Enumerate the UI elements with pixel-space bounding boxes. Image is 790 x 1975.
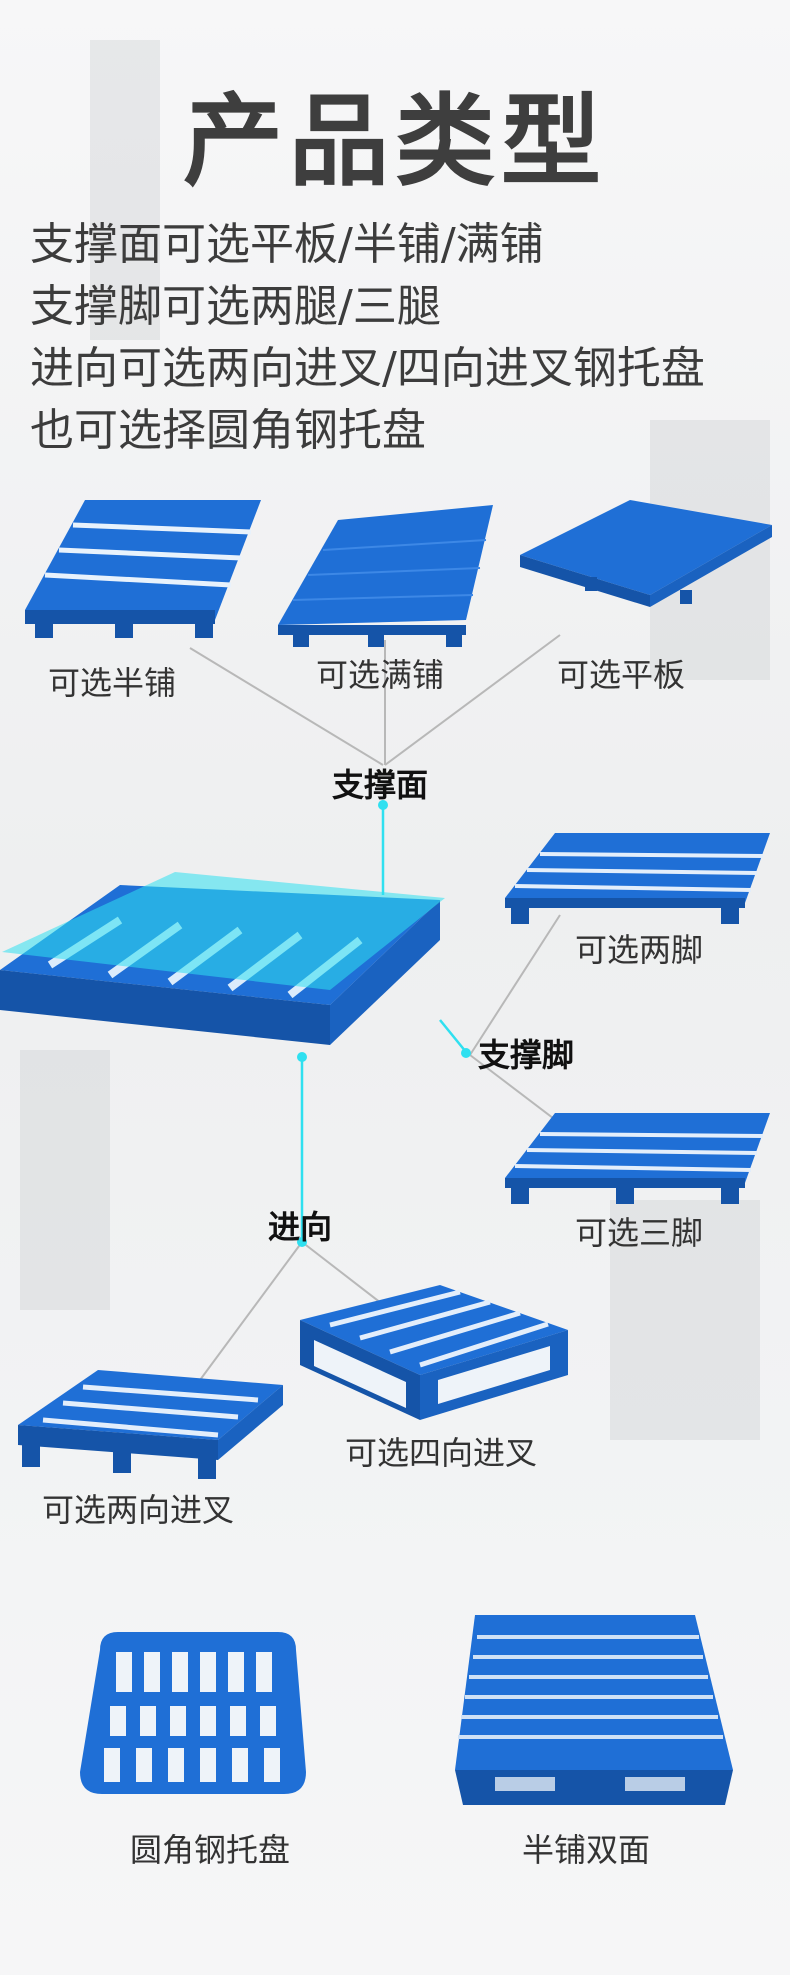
bg-stripe — [90, 40, 160, 340]
product-half-deck-double-label: 半铺双面 — [522, 1831, 651, 1869]
support-surface-hub-label: 支撑面 — [332, 766, 429, 804]
option-two-legs-label: 可选两脚 — [575, 931, 704, 969]
two-leg-pallet-image — [505, 833, 770, 924]
four-way-pallet-image — [300, 1285, 568, 1420]
two-way-pallet-image — [18, 1370, 283, 1479]
product-rounded-corner-label: 圆角钢托盘 — [130, 1831, 291, 1869]
support-feet-hub-label: 支撑脚 — [478, 1036, 575, 1074]
half-deck-pallet-image — [25, 500, 261, 638]
half-deck-double-sided-image — [455, 1615, 733, 1805]
description-line-2: 支撑脚可选两腿/三腿 — [30, 281, 441, 332]
rounded-corner-pallet-image — [80, 1632, 306, 1794]
option-four-way-label: 可选四向进叉 — [345, 1434, 538, 1472]
option-three-legs-label: 可选三脚 — [575, 1214, 704, 1252]
flat-plate-pallet-image — [520, 500, 772, 607]
option-half-deck-label: 可选半铺 — [48, 664, 177, 702]
description-line-3: 进向可选两向进叉/四向进叉钢托盘 — [30, 343, 705, 394]
three-leg-pallet-image — [505, 1113, 770, 1204]
option-two-way-label: 可选两向进叉 — [42, 1491, 235, 1529]
option-flat-plate-label: 可选平板 — [557, 656, 686, 694]
full-deck-pallet-image — [278, 505, 493, 647]
bg-stripe — [610, 1200, 760, 1440]
main-pallet-image — [0, 872, 445, 1045]
description-line-1: 支撑面可选平板/半铺/满铺 — [30, 219, 544, 270]
option-full-deck-label: 可选满铺 — [316, 656, 445, 694]
page-title: 产品类型 — [183, 83, 607, 200]
description-line-4: 也可选择圆角钢托盘 — [30, 405, 426, 456]
bg-stripe — [20, 1050, 110, 1310]
entry-hub-label: 进向 — [268, 1208, 333, 1246]
